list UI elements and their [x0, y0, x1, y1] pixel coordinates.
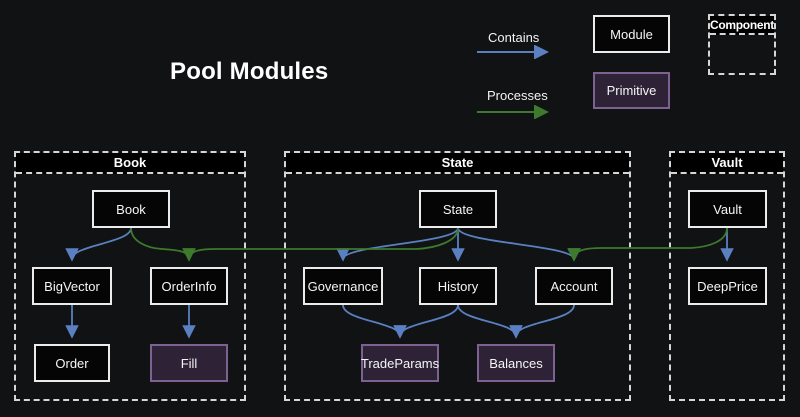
group-vault-title: Vault [671, 153, 783, 174]
group-vault: Vault [669, 151, 785, 401]
node-balances: Balances [477, 344, 555, 382]
contains-arrow-icon [477, 45, 549, 59]
legend-processes-label: Processes [487, 88, 548, 103]
legend-primitive-label: Primitive [606, 83, 657, 98]
node-deepprice-label: DeepPrice [697, 278, 758, 294]
node-state-label: State [442, 201, 474, 217]
group-book: Book [14, 151, 246, 401]
node-account: Account [535, 267, 613, 305]
legend-module-label: Module [610, 26, 653, 42]
node-state: State [419, 190, 497, 228]
node-account-label: Account [550, 278, 598, 294]
node-bigvector-label: BigVector [44, 278, 100, 294]
node-vault-label: Vault [713, 201, 742, 217]
page-title: Pool Modules [170, 58, 329, 85]
group-state: State [284, 151, 631, 401]
node-balances-label: Balances [489, 355, 543, 371]
node-deepprice: DeepPrice [688, 267, 767, 305]
legend-component-label: Component [710, 16, 774, 35]
legend-module-box: Module [593, 15, 670, 53]
node-order: Order [34, 344, 110, 382]
node-fill: Fill [150, 344, 228, 382]
node-history: History [419, 267, 497, 305]
legend-component-box: Component [708, 14, 776, 75]
node-order-label: Order [55, 355, 89, 371]
node-vault: Vault [688, 190, 767, 228]
legend-primitive-box: Primitive [593, 72, 670, 109]
node-tradeparams: TradeParams [361, 344, 439, 382]
group-book-title: Book [16, 153, 244, 174]
node-book-label: Book [116, 201, 146, 217]
node-governance-label: Governance [307, 278, 379, 294]
legend-contains-label: Contains [488, 30, 540, 45]
node-governance: Governance [303, 267, 383, 305]
group-state-title: State [286, 153, 629, 174]
node-book: Book [92, 190, 170, 228]
processes-arrow-icon [477, 105, 549, 119]
node-tradeparams-label: TradeParams [360, 355, 440, 371]
node-history-label: History [437, 278, 479, 294]
node-orderinfo-label: OrderInfo [161, 278, 217, 294]
node-fill-label: Fill [180, 355, 198, 371]
node-bigvector: BigVector [32, 267, 112, 305]
node-orderinfo: OrderInfo [150, 267, 228, 305]
